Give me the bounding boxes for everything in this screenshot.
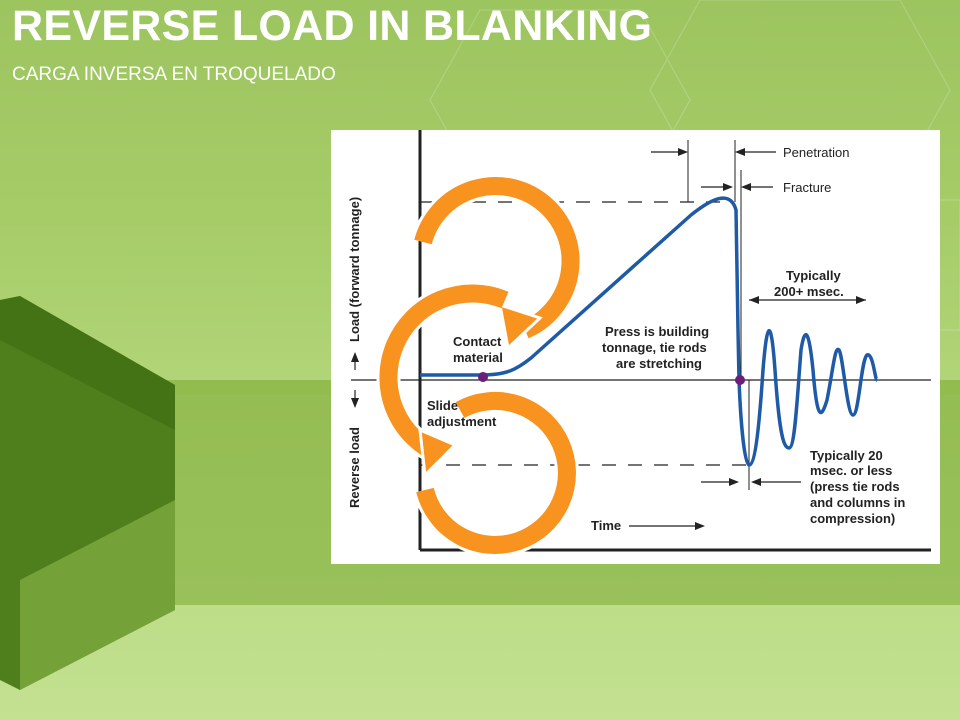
time-arrowhead <box>695 522 705 530</box>
x-axis-label-time: Time <box>591 518 621 533</box>
typically-200-line1: Typically <box>786 268 841 283</box>
typically-20-line4: and columns in <box>810 495 905 510</box>
slide-label-line1: Slide <box>427 398 458 413</box>
background-hexagon-light <box>20 500 175 690</box>
building-label-line1: Press is building <box>605 324 709 339</box>
typically-20-line2: msec. or less <box>810 463 892 478</box>
background-hexagon-shade <box>0 296 175 430</box>
fracture-arrowhead-left <box>723 183 733 191</box>
oscillation-arrowhead-left <box>749 296 759 304</box>
building-label-line3: are stretching <box>616 356 702 371</box>
contact-point-marker <box>478 372 488 382</box>
fracture-arrowhead-right <box>741 183 751 191</box>
y-up-arrowhead <box>351 352 359 362</box>
reverse-duration-arrowhead-right <box>751 478 761 486</box>
diagram-svg: Penetration Fracture Typically 200+ msec… <box>347 130 931 552</box>
slide-label-line2: adjustment <box>427 414 497 429</box>
contact-label-line1: Contact <box>453 334 502 349</box>
oscillation-arrowhead-right <box>856 296 866 304</box>
y-axis-label-reverse: Reverse load <box>347 427 362 508</box>
penetration-arrowhead-left <box>678 148 688 156</box>
fracture-label: Fracture <box>783 180 831 195</box>
penetration-label: Penetration <box>783 145 850 160</box>
fracture-point-marker <box>735 375 745 385</box>
penetration-arrowhead-right <box>735 148 745 156</box>
slide-subtitle: CARGA INVERSA EN TROQUELADO <box>12 64 336 85</box>
typically-20-line1: Typically 20 <box>810 448 883 463</box>
building-label-line2: tonnage, tie rods <box>602 340 707 355</box>
reverse-duration-arrowhead-left <box>729 478 739 486</box>
typically-200-line2: 200+ msec. <box>774 284 844 299</box>
typically-20-line3: (press tie rods <box>810 479 900 494</box>
typically-20-line5: compression) <box>810 511 895 526</box>
y-axis-label-forward: Load (forward tonnage) <box>347 197 362 342</box>
slide-title: REVERSE LOAD IN BLANKING <box>12 2 653 50</box>
load-time-diagram: Penetration Fracture Typically 200+ msec… <box>331 130 940 564</box>
y-down-arrowhead <box>351 398 359 408</box>
contact-label-line2: material <box>453 350 503 365</box>
